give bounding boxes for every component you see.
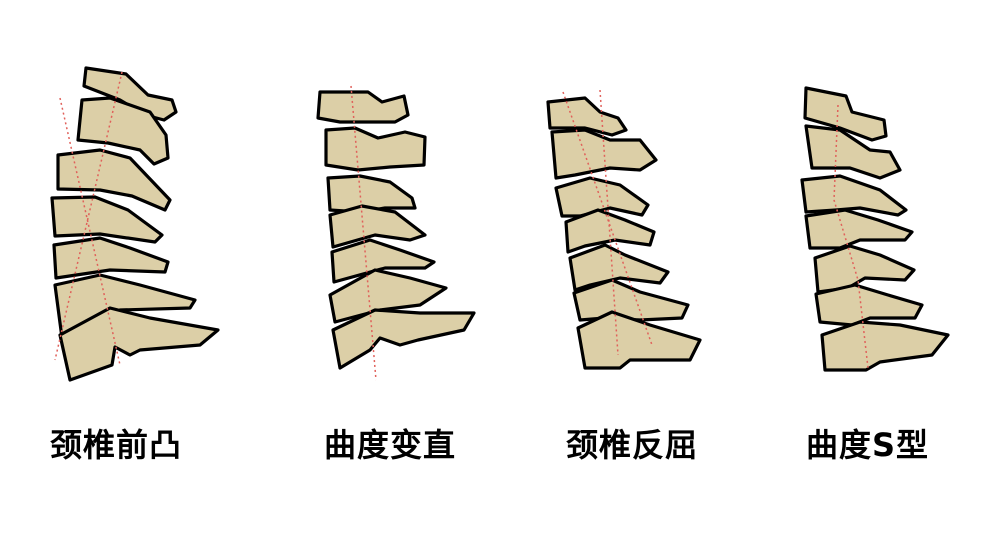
spine-diagram-s-curve (800, 86, 950, 372)
spine-diagram-straightened (316, 85, 476, 381)
label-straightened: 曲度变直 (324, 426, 457, 464)
label-s-curve: 曲度S型 (806, 426, 930, 464)
label-lordosis: 颈椎前凸 (50, 426, 183, 464)
label-reversed: 颈椎反屈 (566, 426, 699, 464)
spine-diagram-reversed (546, 89, 702, 370)
spine-diagram-lordosis (50, 66, 220, 382)
